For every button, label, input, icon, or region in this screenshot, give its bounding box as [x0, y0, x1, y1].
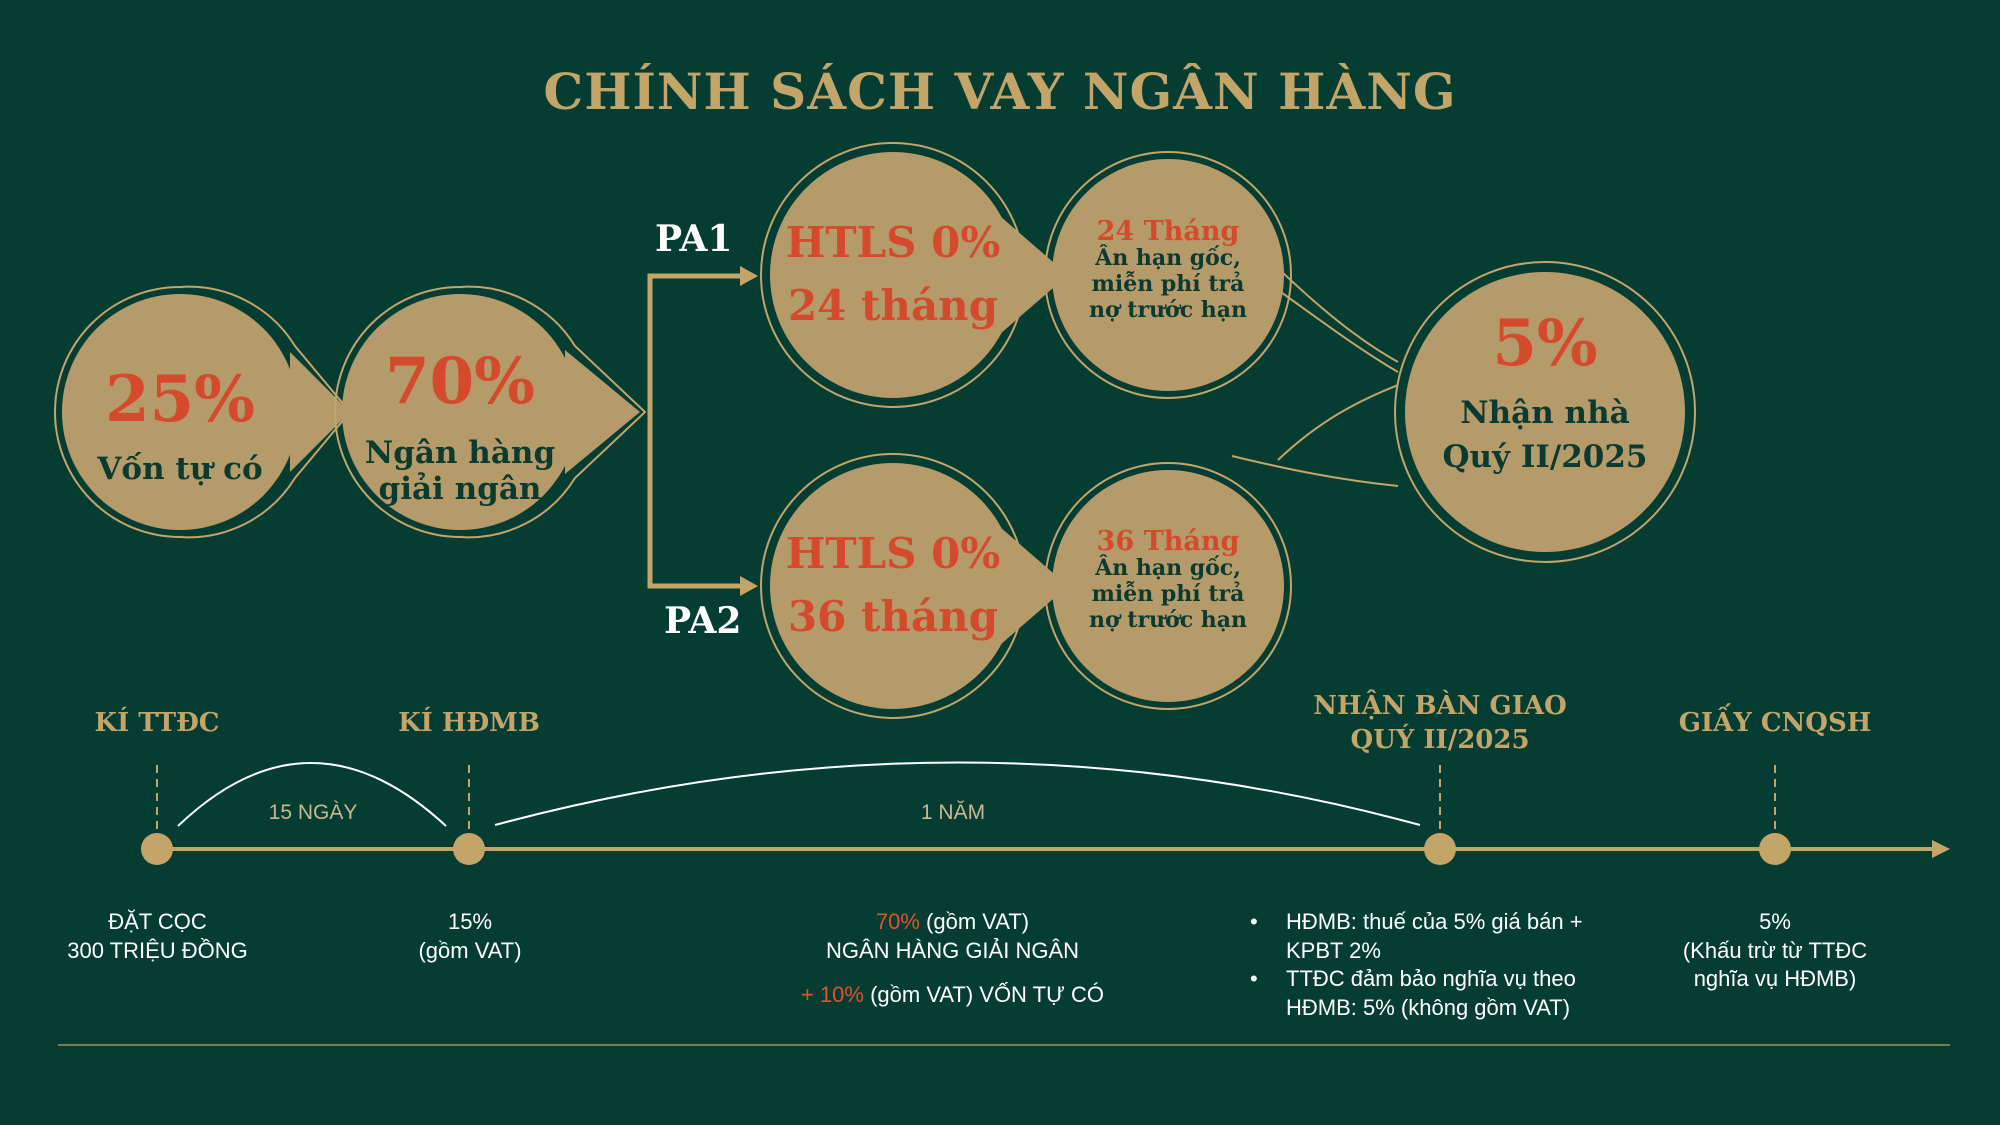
arrow-head-pa1 [740, 266, 758, 286]
pa1-grace-period: 24 Tháng Ân hạn gốc, miễn phí trả nợ trư… [1068, 216, 1268, 324]
note-bank-vat: (gồm VAT) [919, 909, 1030, 934]
page-title: CHÍNH SÁCH VAY NGÂN HÀNG [543, 62, 1457, 121]
pa1-interest-support: HTLS 0% 24 tháng [780, 211, 1006, 337]
note-cert-line1: 5% [1759, 909, 1791, 934]
note-sale-line2: (gồm VAT) [418, 937, 522, 963]
bank-loan-percent: 70% [385, 344, 535, 419]
pa1-label: PA1 [655, 218, 733, 260]
pa2-htls-line2: 36 tháng [787, 592, 999, 641]
note-deposit-line2: 300 TRIỆU ĐỒNG [67, 937, 248, 963]
note-bank-disbursement: 70% (gồm VAT) NGÂN HÀNG GIẢI NGÂN + 10% … [740, 908, 1165, 1010]
milestone-sale-contract: KÍ HĐMB [398, 708, 540, 738]
pa1-htls-line1: HTLS 0% [785, 218, 1001, 267]
handover-label-2: Quý II/2025 [1442, 438, 1648, 475]
pa2-month-fill [1052, 470, 1284, 702]
pa1-htls-line2: 24 tháng [787, 281, 999, 330]
timeline-arrow-head [1932, 840, 1950, 858]
bank-loan-label-2: giải ngân [378, 470, 542, 507]
pa2-desc-1: Ân hạn gốc, [1095, 555, 1241, 582]
circle-25-fill [62, 294, 298, 530]
handover-percent: 5% [1492, 306, 1598, 381]
note-sale-line1: 15% [447, 909, 493, 934]
arrow-head-pa2 [740, 576, 758, 596]
milestone-handover: NHẬN BÀN GIAO QUÝ II/2025 [1290, 690, 1590, 758]
pa1-desc-1: Ân hạn gốc, [1095, 245, 1241, 272]
pa2-grace-period: 36 Tháng Ân hạn gốc, miễn phí trả nợ trư… [1068, 526, 1268, 634]
bullet-guarantee-line1: TTĐC đảm bảo nghĩa vụ theo [1286, 966, 1576, 992]
connector-pa2-to-final [1231, 455, 1399, 487]
timeline-dots [141, 833, 1791, 865]
note-bank-pct: 70% [875, 909, 920, 934]
circle-bank-loan: 70% Ngân hàng giải ngân [350, 350, 570, 507]
note-own-pct: + 10% [800, 982, 864, 1008]
note-deposit-line1: ĐẶT CỌC [108, 909, 207, 934]
bullet-item-guarantee: TTĐC đảm bảo nghĩa vụ theo HĐMB: 5% (khô… [1250, 965, 1650, 1022]
pa1-desc-3: nợ trước hạn [1088, 297, 1248, 324]
own-capital-label: Vốn tự có [97, 451, 263, 487]
connector-pa1-to-final [1277, 289, 1399, 373]
pa2-months: 36 Tháng [1096, 526, 1240, 557]
pa2-label: PA2 [664, 600, 742, 642]
bullet-tax-line1: HĐMB: thuế của 5% giá bán + [1286, 909, 1583, 934]
bullet-item-tax: HĐMB: thuế của 5% giá bán + KPBT 2% [1250, 908, 1650, 965]
note-cert-line2: (Khấu trừ từ TTĐC [1682, 937, 1868, 963]
bank-loan-label-1: Ngân hàng [364, 435, 556, 471]
pa2-desc-2: miễn phí trả [1091, 581, 1245, 608]
circle-own-capital: 25% Vốn tự có [70, 368, 290, 488]
timeline-span-arcs [177, 761, 1421, 827]
note-bank-line2: NGÂN HÀNG GIẢI NGÂN [825, 937, 1080, 963]
milestone-certificate: GIẤY CNQSH [1678, 708, 1872, 738]
pa2-htls-notch [1000, 527, 1068, 645]
pa2-interest-support: HTLS 0% 36 tháng [780, 522, 1006, 648]
pa1-month-fill [1052, 159, 1284, 391]
pa2-desc-3: nợ trước hạn [1088, 607, 1248, 634]
bullet-tax-line2: KPBT 2% [1286, 937, 1381, 963]
circle-25-notch [290, 352, 350, 472]
circle-70-notch [565, 350, 640, 474]
circle-handover: 5% Nhận nhà Quý II/2025 [1415, 312, 1675, 475]
final-outline [1394, 261, 1696, 563]
circle-70-fill [342, 294, 578, 530]
note-cert-line3: nghĩa vụ HĐMB) [1693, 966, 1857, 992]
chevron-25 [54, 285, 352, 539]
branch-arrows [647, 273, 745, 589]
chevron-70 [334, 285, 647, 539]
note-certificate: 5% (Khấu trừ từ TTĐC nghĩa vụ HĐMB) [1655, 908, 1895, 994]
note-handover-bullets: HĐMB: thuế của 5% giá bán + KPBT 2% TTĐC… [1250, 908, 1650, 1022]
pa2-htls-line1: HTLS 0% [785, 529, 1001, 578]
note-sale-contract: 15% (gồm VAT) [380, 908, 560, 965]
bullet-guarantee-line2: HĐMB: 5% (không gồm VAT) [1286, 994, 1571, 1020]
pa1-htls-notch [1000, 216, 1068, 334]
connector-bottom-to-final [1277, 384, 1399, 461]
pa1-desc-2: miễn phí trả [1091, 271, 1245, 298]
handover-label-1: Nhận nhà [1460, 395, 1630, 431]
milestone-handover-line1: NHẬN BÀN GIAO [1313, 691, 1567, 721]
span-1-year: 1 NĂM [920, 801, 986, 824]
pa1-months: 24 Tháng [1096, 216, 1240, 247]
pa1-htls-fill [770, 152, 1016, 398]
span-15-days: 15 NGÀY [268, 801, 358, 824]
own-capital-percent: 25% [105, 362, 255, 437]
pa2-htls-fill [770, 463, 1016, 709]
milestone-handover-line2: QUÝ II/2025 [1350, 724, 1530, 755]
note-deposit: ĐẶT CỌC 300 TRIỆU ĐỒNG [40, 908, 275, 965]
timeline-dashes [156, 765, 1776, 836]
milestone-deposit-contract: KÍ TTĐC [94, 708, 220, 738]
final-fill [1405, 272, 1685, 552]
note-own-rest: (gồm VAT) VỐN TỰ CÓ [863, 982, 1105, 1008]
